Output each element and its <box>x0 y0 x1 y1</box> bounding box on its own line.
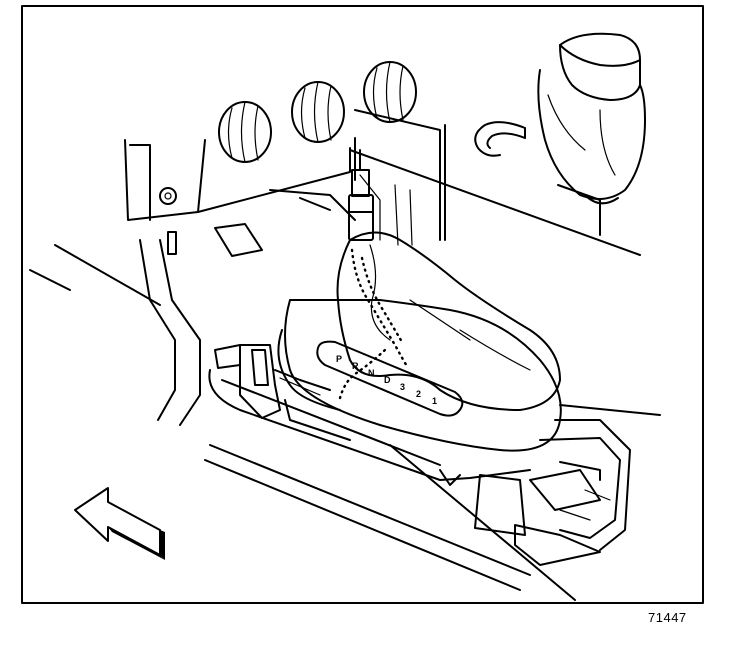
diagram-frame <box>21 5 704 604</box>
gear-label-3: 3 <box>400 382 405 392</box>
vent-knob-left <box>218 101 272 163</box>
console-edge-lines <box>29 244 576 601</box>
shift-boot <box>336 231 561 411</box>
vent-knobs <box>218 61 417 163</box>
gear-label-p: P <box>336 354 342 364</box>
shift-shaft <box>348 149 374 241</box>
gear-label-n: N <box>368 368 375 378</box>
figure-number: 71447 <box>648 610 687 625</box>
shift-indicator-plate: P R N D 3 2 1 <box>277 299 562 486</box>
cable-bracket <box>214 344 331 419</box>
gear-label-d: D <box>384 375 391 385</box>
vent-knob-center <box>291 81 345 143</box>
console-trim <box>208 369 661 566</box>
shift-knob <box>537 32 646 205</box>
left-bracket <box>139 223 263 426</box>
vent-knob-right <box>363 61 417 123</box>
mounting-screw <box>159 187 177 205</box>
gear-label-2: 2 <box>416 389 421 399</box>
gear-letters: P R N D 3 2 1 <box>336 354 437 406</box>
gear-label-r: R <box>352 361 359 371</box>
retaining-clip <box>474 121 526 157</box>
gear-label-1: 1 <box>432 396 437 406</box>
left-arrow-icon <box>74 487 165 560</box>
